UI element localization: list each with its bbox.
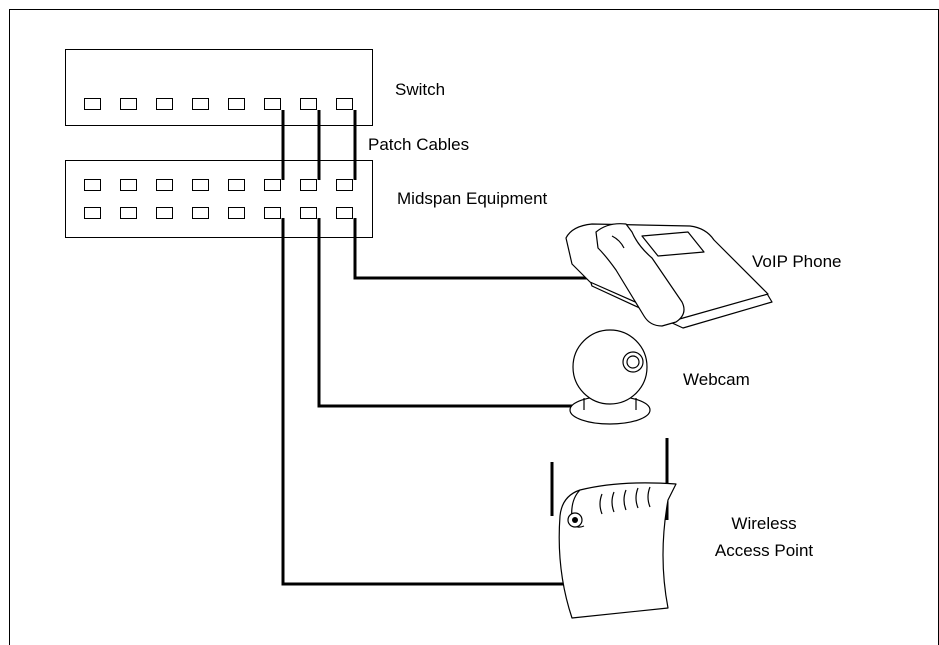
switch-port [120, 98, 137, 110]
midspan-port [336, 179, 353, 191]
switch-port [264, 98, 281, 110]
midspan-port [300, 207, 317, 219]
midspan-port [192, 179, 209, 191]
midspan-equipment-label: Midspan Equipment [397, 189, 548, 208]
switch-port [336, 98, 353, 110]
patch-cables-label: Patch Cables [368, 135, 469, 154]
webcam-label: Webcam [683, 370, 750, 389]
cable-webcam [317, 218, 586, 408]
device-cables [281, 218, 592, 586]
switch-box [65, 49, 373, 126]
patch-cables [281, 110, 357, 180]
midspan-port [192, 207, 209, 219]
voip-phone-label: VoIP Phone [752, 252, 842, 271]
midspan-port [300, 179, 317, 191]
midspan-port [120, 207, 137, 219]
voip-phone-icon [565, 223, 773, 329]
midspan-port [228, 179, 245, 191]
switch-port-group [84, 98, 353, 110]
wireless-label: Wireless [731, 514, 796, 533]
switch-label: Switch [395, 80, 445, 99]
midspan-port [264, 179, 281, 191]
midspan-port-group [84, 179, 353, 219]
midspan-port [84, 207, 101, 219]
cable-voip-phone [353, 218, 592, 280]
switch-unit [65, 49, 373, 126]
wireless-access-point-icon [550, 438, 677, 619]
switch-port [300, 98, 317, 110]
switch-port [192, 98, 209, 110]
midspan-port [156, 179, 173, 191]
midspan-port [336, 207, 353, 219]
midspan-port [120, 179, 137, 191]
midspan-box [65, 160, 373, 238]
midspan-port [228, 207, 245, 219]
midspan-unit [65, 160, 373, 238]
switch-port [156, 98, 173, 110]
midspan-port [156, 207, 173, 219]
midspan-port [264, 207, 281, 219]
webcam-icon [569, 329, 651, 425]
switch-port [84, 98, 101, 110]
access-point-label: Access Point [715, 541, 814, 560]
cable-wireless-ap [281, 218, 566, 586]
switch-port [228, 98, 245, 110]
midspan-port [84, 179, 101, 191]
